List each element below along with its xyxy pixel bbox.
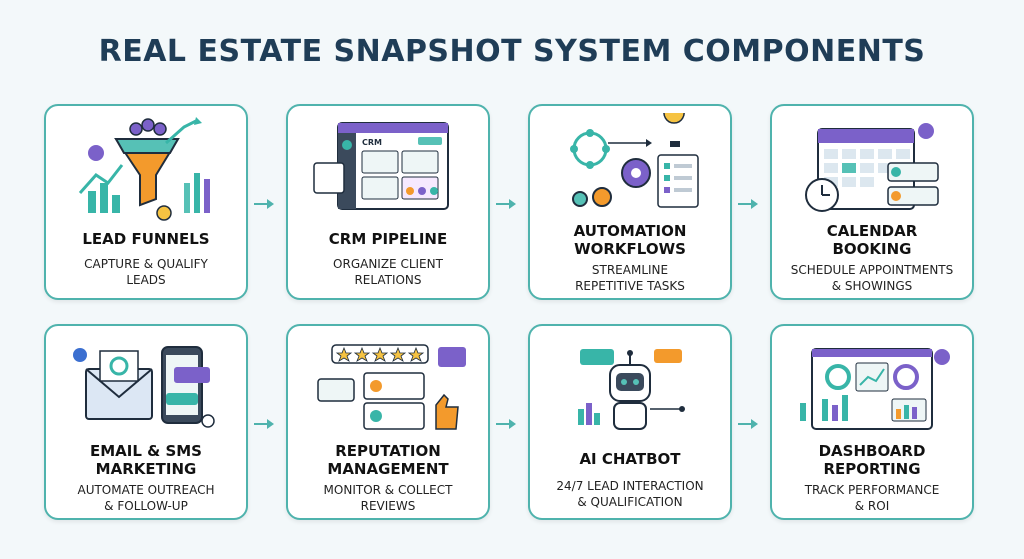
card-desc-line2: & SHOWINGS bbox=[831, 279, 913, 293]
arrow-right-icon bbox=[738, 419, 758, 429]
card-title-line1: DASHBOARD bbox=[818, 442, 926, 460]
card-title-line2: BOOKING bbox=[832, 240, 912, 258]
star-review-icon bbox=[288, 332, 488, 444]
arrow-right-icon bbox=[254, 419, 274, 429]
card-desc-line2: LEADS bbox=[126, 273, 166, 287]
card-reputation-management: REPUTATION MANAGEMENT MONITOR & COLLECT … bbox=[286, 324, 490, 520]
card-title: LEAD FUNNELS bbox=[82, 230, 210, 248]
card-desc-line1: ORGANIZE CLIENT bbox=[333, 257, 443, 271]
card-desc-line1: CAPTURE & QUALIFY bbox=[84, 257, 208, 271]
page-title: REAL ESTATE SNAPSHOT SYSTEM COMPONENTS bbox=[98, 34, 926, 69]
card-desc-line1: MONITOR & COLLECT bbox=[323, 483, 453, 497]
card-desc-line2: & QUALIFICATION bbox=[577, 495, 683, 509]
card-calendar-booking: CALENDAR BOOKING SCHEDULE APPOINTMENTS &… bbox=[770, 104, 974, 300]
card-title-line2: WORKFLOWS bbox=[574, 240, 686, 258]
card-ai-chatbot: AI CHATBOT 24/7 LEAD INTERACTION & QUALI… bbox=[528, 324, 732, 520]
card-crm-pipeline: CRM CRM PIPELINE ORGANIZE CLIENT RELATIO… bbox=[286, 104, 490, 300]
card-email-sms: EMAIL & SMS MARKETING AUTOMATE OUTREACH … bbox=[44, 324, 248, 520]
card-title-line1: AUTOMATION bbox=[573, 222, 687, 240]
card-title-line1: EMAIL & SMS bbox=[90, 442, 202, 460]
card-desc-line2: & FOLLOW-UP bbox=[104, 499, 188, 513]
card-dashboard-reporting: DASHBOARD REPORTING TRACK PERFORMANCE & … bbox=[770, 324, 974, 520]
card-title-line2: MARKETING bbox=[95, 460, 197, 478]
crm-board-icon: CRM bbox=[288, 112, 488, 224]
card-desc-line1: STREAMLINE bbox=[591, 263, 669, 277]
card-desc-line2: REPETITIVE TASKS bbox=[575, 279, 685, 293]
svg-text:CRM: CRM bbox=[362, 138, 382, 147]
card-desc-line1: 24/7 LEAD INTERACTION bbox=[556, 479, 704, 493]
card-title-line1: CALENDAR bbox=[826, 222, 918, 240]
dashboard-icon bbox=[772, 332, 972, 444]
card-title: AI CHATBOT bbox=[579, 450, 681, 468]
calendar-icon bbox=[772, 112, 972, 224]
card-lead-funnels: LEAD FUNNELS CAPTURE & QUALIFY LEADS bbox=[44, 104, 248, 300]
card-automation-workflows: AUTOMATION WORKFLOWS STREAMLINE REPETITI… bbox=[528, 104, 732, 300]
card-title-line1: REPUTATION bbox=[335, 442, 441, 460]
gears-workflow-icon bbox=[530, 112, 730, 224]
card-desc-line1: SCHEDULE APPOINTMENTS bbox=[790, 263, 954, 277]
funnel-icon bbox=[46, 112, 246, 224]
card-title: CRM PIPELINE bbox=[328, 230, 448, 248]
arrow-right-icon bbox=[496, 199, 516, 209]
arrow-right-icon bbox=[738, 199, 758, 209]
arrow-right-icon bbox=[496, 419, 516, 429]
arrow-right-icon bbox=[254, 199, 274, 209]
card-desc-line2: REVIEWS bbox=[360, 499, 416, 513]
card-title-line2: MANAGEMENT bbox=[327, 460, 449, 478]
card-desc-line2: RELATIONS bbox=[354, 273, 422, 287]
card-desc-line2: & ROI bbox=[854, 499, 890, 513]
robot-icon bbox=[530, 332, 730, 444]
card-title-line2: REPORTING bbox=[823, 460, 921, 478]
email-sms-icon bbox=[46, 332, 246, 444]
card-desc-line1: TRACK PERFORMANCE bbox=[804, 483, 940, 497]
card-desc-line1: AUTOMATE OUTREACH bbox=[77, 483, 215, 497]
